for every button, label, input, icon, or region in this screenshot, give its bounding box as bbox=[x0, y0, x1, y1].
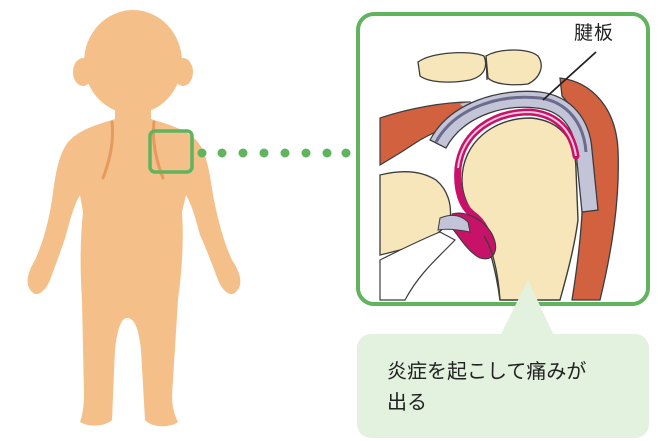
caption-box: 炎症を起こして痛みが 出る bbox=[357, 334, 649, 438]
dotted-connector bbox=[198, 149, 351, 158]
shoulder-joint-zoom-illustration bbox=[358, 14, 648, 304]
child-body-figure bbox=[28, 10, 241, 426]
caption-text: 炎症を起こして痛みが 出る bbox=[387, 356, 637, 418]
tendon-label: 腱板 bbox=[574, 18, 614, 45]
